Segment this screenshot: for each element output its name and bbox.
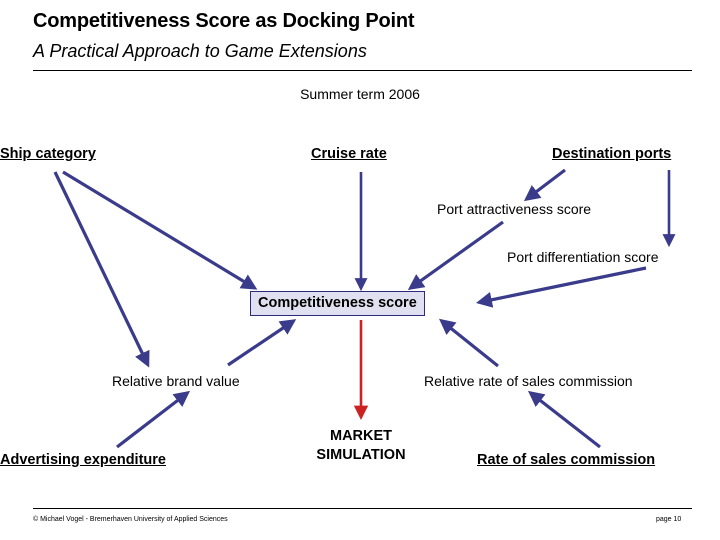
footer-credit: © Michael Vogel - Bremerhaven University…: [33, 516, 228, 523]
node-relative-brand-value[interactable]: Relative brand value: [112, 373, 240, 389]
node-cruise-rate[interactable]: Cruise rate: [311, 146, 387, 162]
node-port-attractiveness-score[interactable]: Port attractiveness score: [437, 201, 592, 217]
node-advertising-expenditure[interactable]: Advertising expenditure: [0, 452, 166, 468]
arrow-ship-category-to-relative-brand-value: [53, 171, 150, 368]
page-title: Competitiveness Score as Docking Point: [33, 10, 415, 32]
term-label: Summer term 2006: [300, 86, 420, 102]
arrow-rate-commission-to-relative-rate-commission: [527, 390, 601, 449]
node-competitiveness-score[interactable]: Competitiveness score: [250, 291, 425, 316]
arrow-advertising-expenditure-to-relative-brand-value: [116, 390, 191, 449]
arrow-ship-category-to-score: [62, 170, 258, 290]
page-subtitle: A Practical Approach to Game Extensions: [33, 41, 367, 61]
arrow-port-attractiveness-to-score: [407, 220, 504, 290]
footer-page-number: page 10: [656, 516, 682, 523]
arrow-relative-rate-commission-to-score: [439, 318, 499, 368]
market-simulation-line1: MARKET: [329, 428, 393, 444]
node-relative-rate-of-sales-commission[interactable]: Relative rate of sales commission: [424, 373, 633, 389]
node-market-simulation[interactable]: MARKET SIMULATION: [281, 427, 441, 465]
arrow-port-differentiation-to-score: [475, 266, 647, 308]
title-divider: [33, 70, 692, 71]
node-rate-of-sales-commission[interactable]: Rate of sales commission: [477, 452, 656, 468]
footer-divider: [33, 508, 692, 509]
arrow-destination-ports-to-port-attractiveness: [523, 168, 566, 202]
arrow-relative-brand-value-to-score: [227, 319, 297, 367]
node-destination-ports[interactable]: Destination ports: [552, 146, 672, 162]
node-port-differentiation-score[interactable]: Port differentiation score: [507, 249, 659, 265]
market-simulation-line2: SIMULATION: [316, 447, 406, 463]
node-ship-category[interactable]: Ship category: [0, 146, 96, 162]
